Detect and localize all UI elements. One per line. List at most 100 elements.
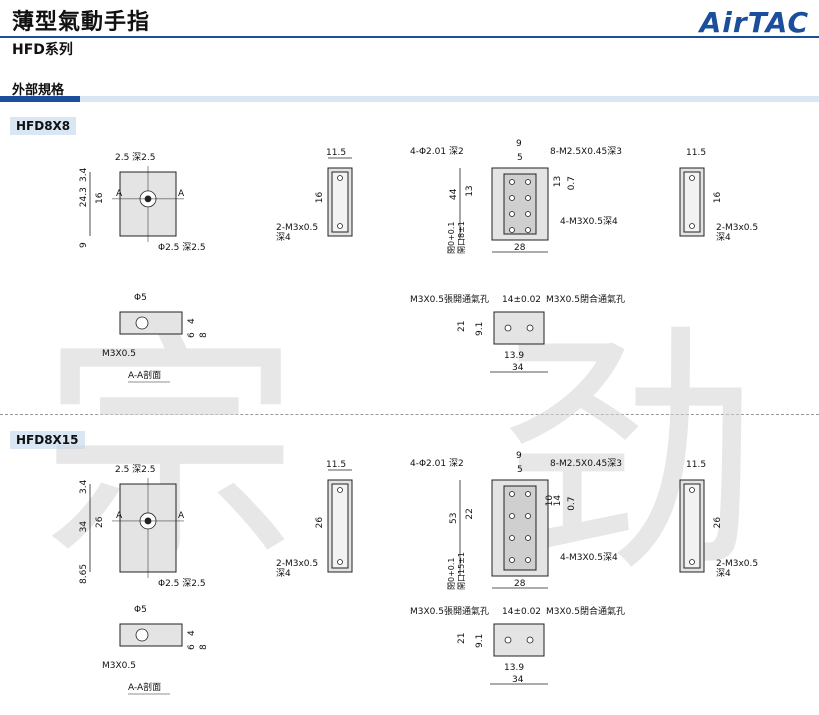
section-mark-a1: A [116, 511, 123, 521]
bottom-w1: 13.9 [504, 663, 524, 673]
top-tap: 4-M3X0.5深4 [560, 216, 618, 227]
section-h1: 4 [187, 630, 197, 636]
page-subtitle: HFD系列 [12, 42, 73, 58]
top-dim-h5: 10 [545, 495, 555, 507]
top-jaw [503, 485, 537, 571]
side-inner [331, 171, 349, 233]
top-closed: 閉0+0.1 [447, 557, 456, 590]
top-hole [509, 179, 515, 185]
bottom-open-port: M3X0.5張開通氣孔 [410, 605, 489, 617]
section-mark-a2: A [178, 511, 185, 521]
side-tap: 2-M3x0.5 [276, 223, 318, 233]
bottom-pitch: 14±0.02 [502, 607, 541, 617]
bottom-port-2 [526, 636, 534, 644]
top-stroke: 開口8±1 [457, 221, 466, 254]
top-hole [509, 227, 515, 233]
bottom-w1: 13.9 [504, 351, 524, 361]
section-rule [0, 96, 819, 102]
bottom-v1: 21 [457, 633, 467, 644]
bottom-v1: 21 [457, 321, 467, 332]
top-tap-note: 8-M2.5X0.45深3 [550, 458, 622, 469]
top-hole [509, 211, 515, 217]
side2-tap: 2-M3x0.5 [716, 223, 758, 233]
side2-width: 11.5 [686, 460, 706, 470]
side2-inner [683, 171, 701, 233]
top-closed: 閉0+0.1 [447, 221, 456, 254]
side2-hole [689, 559, 695, 565]
header-rule [0, 36, 819, 38]
section-dia: Φ5 [134, 605, 147, 615]
bottom-close-port: M3X0.5閉合通氣孔 [546, 605, 625, 617]
top-dim-h1: 53 [449, 513, 459, 524]
top-dim-c: 5 [517, 153, 523, 163]
section-tap: M3X0.5 [102, 349, 136, 359]
page-title: 薄型氣動手指 [12, 10, 151, 35]
brand-logo: AirTAC [699, 6, 809, 39]
top-dim-h3: 14 [553, 495, 563, 507]
top-dim-h2: 22 [465, 508, 475, 519]
bottom-port-2 [526, 324, 534, 332]
side-height: 16 [315, 191, 325, 203]
side2-inner [683, 483, 701, 569]
side-width: 11.5 [326, 148, 346, 158]
section-body [119, 623, 183, 647]
side2-height: 16 [713, 191, 723, 203]
top-width: 28 [514, 579, 526, 589]
section-mark-a1: A [116, 189, 123, 199]
side2-hole [689, 487, 695, 493]
front-dim-4: 9 [79, 242, 89, 248]
top-jaw [503, 173, 537, 235]
section-caption: A-A剖面 [128, 681, 161, 693]
bottom-close-port: M3X0.5閉合通氣孔 [546, 293, 625, 305]
section-title: 外部規格 [12, 83, 65, 98]
side-width: 11.5 [326, 460, 346, 470]
model-label-1: HFD8X8 [10, 117, 77, 135]
section-dia: Φ5 [134, 293, 147, 303]
front-dim-1: 3.4 [79, 479, 89, 494]
top-hole [525, 179, 531, 185]
top-tap: 4-M3X0.5深4 [560, 552, 618, 563]
bottom-open-port: M3X0.5張開通氣孔 [410, 293, 489, 305]
top-dim-h4: 0.7 [567, 176, 577, 190]
model-label-2: HFD8X15 [10, 431, 85, 449]
bottom-w2: 34 [512, 363, 524, 373]
side2-height: 26 [713, 517, 723, 529]
top-hole [509, 535, 515, 541]
side2-hole [689, 175, 695, 181]
top-dim-h1: 44 [449, 188, 459, 200]
section-rule-accent [0, 96, 80, 102]
front-top-dim: 2.5 深2.5 [115, 152, 156, 163]
top-dim-h2: 13 [465, 185, 475, 196]
top-hole [509, 491, 515, 497]
front-dim-4: 8.65 [79, 564, 89, 584]
top-hole [525, 227, 531, 233]
top-pin-note: 4-Φ2.01 深2 [410, 458, 464, 469]
side2-tap-depth: 深4 [716, 568, 731, 579]
top-width: 28 [514, 243, 526, 253]
side2-hole [689, 223, 695, 229]
bottom-port-1 [504, 636, 512, 644]
top-dim-h3: 13 [553, 176, 563, 187]
section-h3: 8 [199, 644, 209, 650]
top-stroke: 開口15±1 [457, 552, 466, 590]
front-dim-1: 3.4 [79, 167, 89, 182]
top-hole [525, 513, 531, 519]
front-hole-note: Φ2.5 深2.5 [158, 242, 206, 253]
front-dim-3: 16 [95, 192, 105, 204]
top-hole [525, 557, 531, 563]
side2-tap: 2-M3x0.5 [716, 559, 758, 569]
side-hole-2 [337, 559, 343, 565]
section-body [119, 311, 183, 335]
bottom-pitch: 14±0.02 [502, 295, 541, 305]
top-hole [525, 535, 531, 541]
front-hole-note: Φ2.5 深2.5 [158, 578, 206, 589]
bottom-port-1 [504, 324, 512, 332]
side-tap-depth: 深4 [276, 232, 291, 243]
top-tap-note: 8-M2.5X0.45深3 [550, 146, 622, 157]
section-tap: M3X0.5 [102, 661, 136, 671]
bottom-body [493, 311, 545, 345]
top-dim-c: 5 [517, 465, 523, 475]
section-bore [135, 316, 149, 330]
